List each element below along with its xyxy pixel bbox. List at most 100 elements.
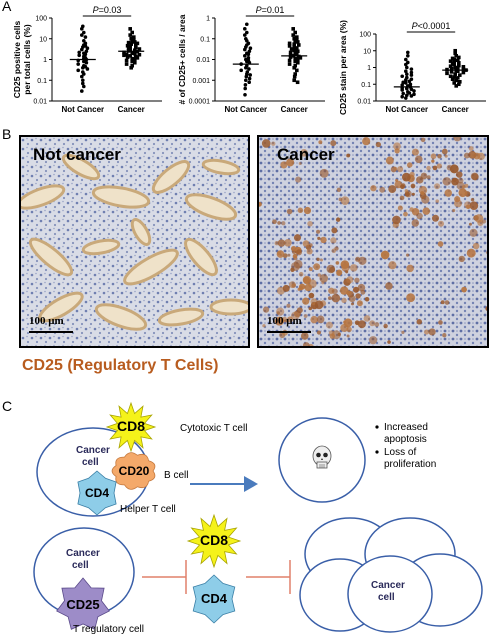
data-point	[400, 74, 405, 79]
cd20-label: CD20	[119, 464, 150, 478]
data-point	[293, 38, 297, 43]
data-point	[454, 53, 458, 58]
data-point	[243, 54, 247, 58]
data-point	[456, 76, 460, 80]
data-point	[400, 83, 405, 87]
data-point	[135, 56, 140, 60]
y-tick-label: 100	[35, 16, 47, 23]
data-point	[291, 27, 295, 31]
cytotoxic-label: Cytotoxic T cell	[180, 423, 247, 434]
data-point	[295, 52, 299, 57]
data-point	[80, 47, 84, 52]
cd20-cell	[111, 452, 156, 490]
data-point	[293, 30, 297, 35]
data-point	[243, 33, 247, 37]
data-point	[243, 92, 247, 97]
data-point	[246, 56, 251, 60]
p-value-label: P=0.01	[256, 5, 285, 15]
data-point	[132, 35, 136, 39]
x-category-label: Cancer	[118, 105, 145, 114]
data-point	[128, 33, 132, 37]
p-value-label: P<0.0001	[412, 21, 451, 31]
data-point	[409, 94, 414, 98]
y-tick-label: 1	[43, 57, 47, 64]
cd25-cell	[56, 577, 110, 630]
y-tick-label: 0.01	[33, 99, 47, 106]
data-point	[130, 30, 134, 35]
y-axis-label: # of CD25+ cells / area	[177, 14, 187, 104]
data-point	[77, 53, 81, 58]
data-point	[288, 50, 293, 55]
data-point	[81, 65, 85, 70]
data-point	[453, 65, 457, 70]
data-point	[287, 44, 292, 48]
outcome-1: Increased	[384, 422, 428, 433]
data-point	[407, 91, 412, 95]
data-point	[129, 36, 133, 41]
data-point	[248, 46, 253, 51]
data-point	[457, 82, 461, 87]
data-point	[243, 27, 247, 31]
data-point	[456, 58, 460, 63]
data-point	[292, 45, 296, 49]
data-point	[292, 74, 297, 79]
x-category-label: Cancer	[442, 105, 469, 114]
data-point	[293, 72, 297, 76]
data-point	[125, 43, 130, 48]
data-point	[137, 47, 142, 51]
data-point	[80, 27, 84, 31]
data-point	[404, 78, 408, 82]
data-point	[80, 89, 84, 93]
data-point	[244, 78, 248, 83]
data-point	[452, 81, 456, 85]
data-point	[456, 66, 460, 71]
data-point	[406, 53, 410, 58]
data-point	[247, 80, 251, 85]
panel-letter-a: A	[2, 0, 12, 14]
data-point	[81, 81, 85, 86]
data-point	[297, 43, 301, 47]
data-point	[287, 62, 292, 66]
data-point	[287, 41, 292, 46]
data-point	[453, 72, 457, 76]
data-point	[83, 35, 88, 39]
micrograph-cancer: Cancer 100 μm	[257, 135, 489, 348]
x-category-label: Not Cancer	[61, 105, 104, 114]
data-point	[448, 59, 453, 63]
data-point	[130, 38, 134, 43]
data-point	[77, 50, 81, 55]
data-point	[409, 70, 414, 75]
data-point	[128, 54, 132, 58]
data-point	[458, 80, 462, 84]
data-point	[405, 65, 409, 70]
cd8-label: CD8	[117, 418, 145, 434]
data-point	[128, 27, 132, 31]
cd8-cell	[105, 401, 157, 453]
cd8-label-bottom: CD8	[200, 532, 228, 548]
cd4-cell-bottom	[192, 574, 236, 624]
data-point	[457, 61, 461, 65]
tissue-image-not-cancer	[21, 137, 248, 346]
x-category-label: Not Cancer	[385, 105, 428, 114]
data-point	[457, 63, 461, 68]
proliferating-cells	[299, 517, 483, 633]
panel-letter-c: C	[2, 398, 13, 414]
data-point	[406, 50, 410, 55]
data-point	[405, 93, 409, 98]
cd4-cell	[77, 470, 117, 516]
data-point	[76, 68, 80, 73]
data-point	[130, 56, 134, 61]
cd8-cell-bottom	[186, 513, 242, 569]
data-point	[454, 84, 458, 88]
data-point	[244, 74, 249, 79]
data-point	[295, 35, 299, 39]
data-point	[400, 88, 405, 92]
cd25-label: CD25	[66, 597, 99, 612]
data-point	[133, 60, 137, 65]
data-point	[81, 78, 85, 83]
data-point	[85, 46, 90, 51]
data-point	[248, 73, 252, 77]
y-tick-label: 0.1	[37, 78, 47, 85]
